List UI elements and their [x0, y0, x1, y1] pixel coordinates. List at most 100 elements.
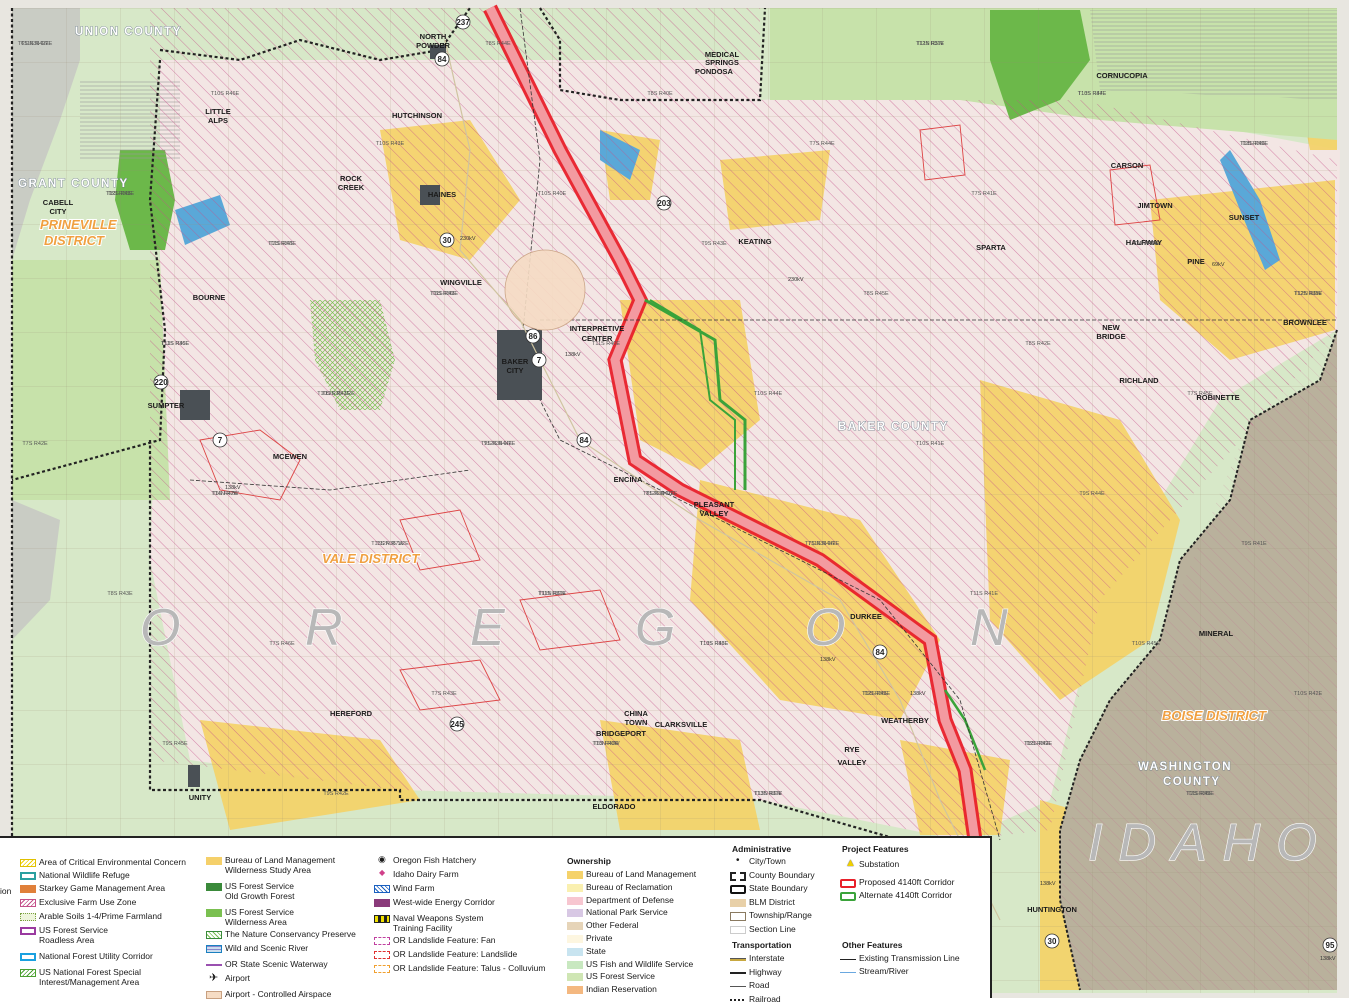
district-label-prineville: PRINEVILLE	[40, 217, 117, 232]
substation-icon: ▲	[845, 857, 856, 869]
place-label: CARSON	[1111, 161, 1144, 170]
place-label: VALLEY	[699, 509, 728, 518]
legend-transport-item-label: Road	[749, 981, 769, 991]
township-label: T8S R45E	[863, 291, 889, 297]
legend-admin-item-swatch	[730, 912, 746, 921]
legend-item-swatch	[20, 969, 36, 977]
legend-other-item-label: Stream/River	[859, 967, 909, 977]
legend-item: OR Landslide Feature: Landslide	[374, 950, 517, 960]
highway-label: 84	[580, 436, 589, 445]
legend-item: OR State Scenic Waterway	[206, 960, 328, 970]
voltage-label: 138kV	[565, 352, 581, 358]
place-label: PINE	[1187, 257, 1205, 266]
township-label: T10S R40E	[538, 191, 567, 197]
legend-transport-item: Interstate	[730, 954, 784, 964]
place-label: NEW	[1102, 323, 1120, 332]
place-label: POWDER	[416, 41, 450, 50]
legend-item-continued: Wilderness Study Area	[225, 866, 311, 876]
legend-item-label: OR Landslide Feature: Fan	[393, 936, 496, 946]
legend-ownership-item: Indian Reservation	[567, 985, 657, 995]
place-label: ELDORADO	[593, 802, 636, 811]
place-label: CHINA	[624, 709, 648, 718]
county-label-baker: BAKER COUNTY	[838, 421, 949, 433]
state-label-idaho: IDAHO	[1088, 814, 1333, 872]
legend-ownership-item-label: Indian Reservation	[586, 985, 657, 995]
legend-transport-item: Highway	[730, 968, 782, 978]
legend-ownership-item-label: US Forest Service	[586, 972, 655, 982]
legend-project-item-swatch	[840, 879, 856, 888]
legend-item-label: National Wildlife Refuge	[39, 871, 130, 881]
highway-label: 203	[657, 199, 671, 208]
voltage-label: 69kV	[1212, 262, 1225, 268]
township-label: T10S R42E	[1294, 691, 1323, 697]
legend-admin-item-swatch	[730, 885, 746, 894]
legend-other-item-swatch	[840, 972, 856, 973]
township-label: T7S R44E	[809, 141, 835, 147]
legend-item-swatch	[206, 883, 222, 891]
legend-item-label: Idaho Dairy Farm	[393, 870, 459, 880]
place-label: SPRINGS	[705, 58, 739, 67]
legend-project-item-label: Substation	[859, 860, 899, 870]
legend-item-continued: Wilderness Area	[225, 918, 287, 928]
place-label: PLEASANT	[694, 500, 735, 509]
legend-item-continued: Roadless Area	[39, 936, 94, 946]
legend-item-swatch	[20, 899, 36, 907]
voltage-label: 230kV	[788, 277, 804, 283]
legend-item-label: West-wide Energy Corridor	[393, 898, 495, 908]
legend-item-swatch	[20, 953, 36, 961]
district-label-prineville-2: DISTRICT	[44, 233, 105, 248]
legend-item-label: OR State Scenic Waterway	[225, 960, 328, 970]
place-label: HUTCHINSON	[392, 111, 442, 120]
legend-ownership-item-label: US Fish and Wildlife Service	[586, 960, 693, 970]
state-letter-n: N	[970, 599, 1008, 657]
county-label-washington: WASHINGTON	[1138, 761, 1232, 773]
legend-project-item-label: Alternate 4140ft Corridor	[859, 891, 952, 901]
legend-ownership-item-label: Bureau of Land Management	[586, 870, 696, 880]
legend-item-label: Arable Soils 1-4/Prime Farmland	[39, 912, 162, 922]
legend-ownership-item: National Park Service	[567, 908, 668, 918]
township-label: T11S R46E	[268, 241, 296, 247]
legend-transport-item-swatch	[730, 999, 746, 1001]
township-label: T11S R40E	[592, 341, 620, 347]
legend-admin-item-label: State Boundary	[749, 884, 808, 894]
legend-ownership-item-label: Bureau of Reclamation	[586, 883, 672, 893]
city-town-icon: •	[736, 855, 740, 866]
place-label: ALPS	[208, 116, 228, 125]
township-label: T14N R7W	[211, 491, 239, 497]
map-legend: ion Area of Critical Environmental Conce…	[0, 836, 992, 998]
place-label: CABELL	[43, 198, 74, 207]
township-label: T11N R6W	[539, 591, 567, 597]
legend-item-label: OR Landslide Feature: Talus - Colluvium	[393, 964, 545, 974]
highway-label: 84	[876, 648, 885, 657]
place-label: UNITY	[189, 793, 212, 802]
legend-ownership-item-label: Other Federal	[586, 921, 638, 931]
legend-other-title: Other Features	[842, 940, 902, 950]
legend-ownership-item-label: National Park Service	[586, 908, 668, 918]
legend-item: Area of Critical Environmental Concern	[20, 858, 186, 868]
legend-item-swatch	[374, 915, 390, 923]
legend-ownership-item-swatch	[567, 897, 583, 905]
township-label: T14N R6W	[1132, 241, 1160, 247]
legend-transport-item-label: Interstate	[749, 954, 784, 964]
place-label: NORTH	[420, 32, 447, 41]
place-label: CORNUCOPIA	[1096, 71, 1148, 80]
place-label: HEREFORD	[330, 709, 373, 718]
legend-ownership-item-swatch	[567, 948, 583, 956]
legend-other-item-label: Existing Transmission Line	[859, 954, 960, 964]
legend-admin-item-label: City/Town	[749, 857, 786, 867]
township-label: T8S R43E	[107, 591, 133, 597]
legend-admin-item: Section Line	[730, 925, 796, 935]
legend-ownership-item-swatch	[567, 961, 583, 969]
place-label: PONDOSA	[695, 67, 734, 76]
legend-item-swatch	[20, 885, 36, 893]
legend-item: Idaho Dairy Farm	[374, 870, 459, 880]
place-label: DURKEE	[850, 612, 882, 621]
highway-label: 245	[450, 720, 464, 729]
legend-item: Oregon Fish Hatchery	[374, 856, 476, 866]
legend-item-label: Exclusive Farm Use Zone	[39, 898, 136, 908]
township-label: T13S R44E	[1078, 91, 1107, 97]
legend-project-item: Alternate 4140ft Corridor	[840, 891, 952, 901]
dairy-farm-icon: ◆	[379, 868, 385, 877]
place-label: HUNTINGTON	[1027, 905, 1077, 914]
legend-ownership-item-swatch	[567, 986, 583, 994]
